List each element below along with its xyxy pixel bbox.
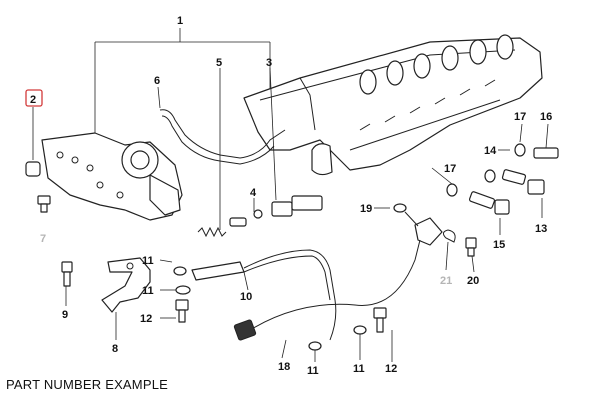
- cap-nut-2: [25, 161, 41, 177]
- lower-fasteners: [308, 307, 387, 351]
- label-11c: 11: [307, 365, 319, 377]
- diagram-caption: PART NUMBER EXAMPLE: [6, 377, 169, 392]
- label-1: 1: [177, 15, 183, 27]
- label-18: 18: [278, 361, 290, 373]
- bolt-7: [37, 195, 51, 213]
- label-6: 6: [154, 75, 160, 87]
- cable-harness: [173, 249, 337, 341]
- label-10: 10: [240, 291, 252, 303]
- label-20: 20: [467, 275, 479, 287]
- sensor-19: [393, 203, 443, 246]
- label-16: 16: [540, 111, 552, 123]
- label-11d: 11: [353, 363, 365, 375]
- spring-assembly: [197, 195, 323, 238]
- gasket-outline: [159, 109, 286, 165]
- bolt-9: [61, 261, 73, 287]
- highlight-box: [25, 89, 43, 107]
- label-15: 15: [493, 239, 505, 251]
- label-9: 9: [62, 309, 68, 321]
- label-4: 4: [250, 187, 257, 199]
- label-11b: 11: [142, 285, 154, 297]
- label-8: 8: [112, 343, 118, 355]
- label-17a: 17: [514, 111, 526, 123]
- wire-18: [233, 239, 421, 341]
- bracket-21: [442, 229, 477, 257]
- label-7: 7: [40, 233, 46, 245]
- label-21: 21: [440, 275, 452, 287]
- label-5: 5: [216, 57, 222, 69]
- leader-lines: [32, 67, 549, 362]
- timing-housing: [41, 132, 183, 221]
- cylinder-head: [243, 34, 543, 176]
- label-12a: 12: [140, 313, 152, 325]
- label-11a: 11: [142, 255, 154, 267]
- bracket-8: [101, 257, 151, 313]
- sensors-right: [446, 143, 559, 215]
- part-1-bracket: [94, 28, 271, 140]
- label-13: 13: [535, 223, 547, 235]
- label-19: 19: [360, 203, 372, 215]
- label-3: 3: [266, 57, 272, 69]
- label-17b: 17: [444, 163, 456, 175]
- label-2: 2: [30, 94, 36, 106]
- label-12b: 12: [385, 363, 397, 375]
- label-14: 14: [484, 145, 497, 157]
